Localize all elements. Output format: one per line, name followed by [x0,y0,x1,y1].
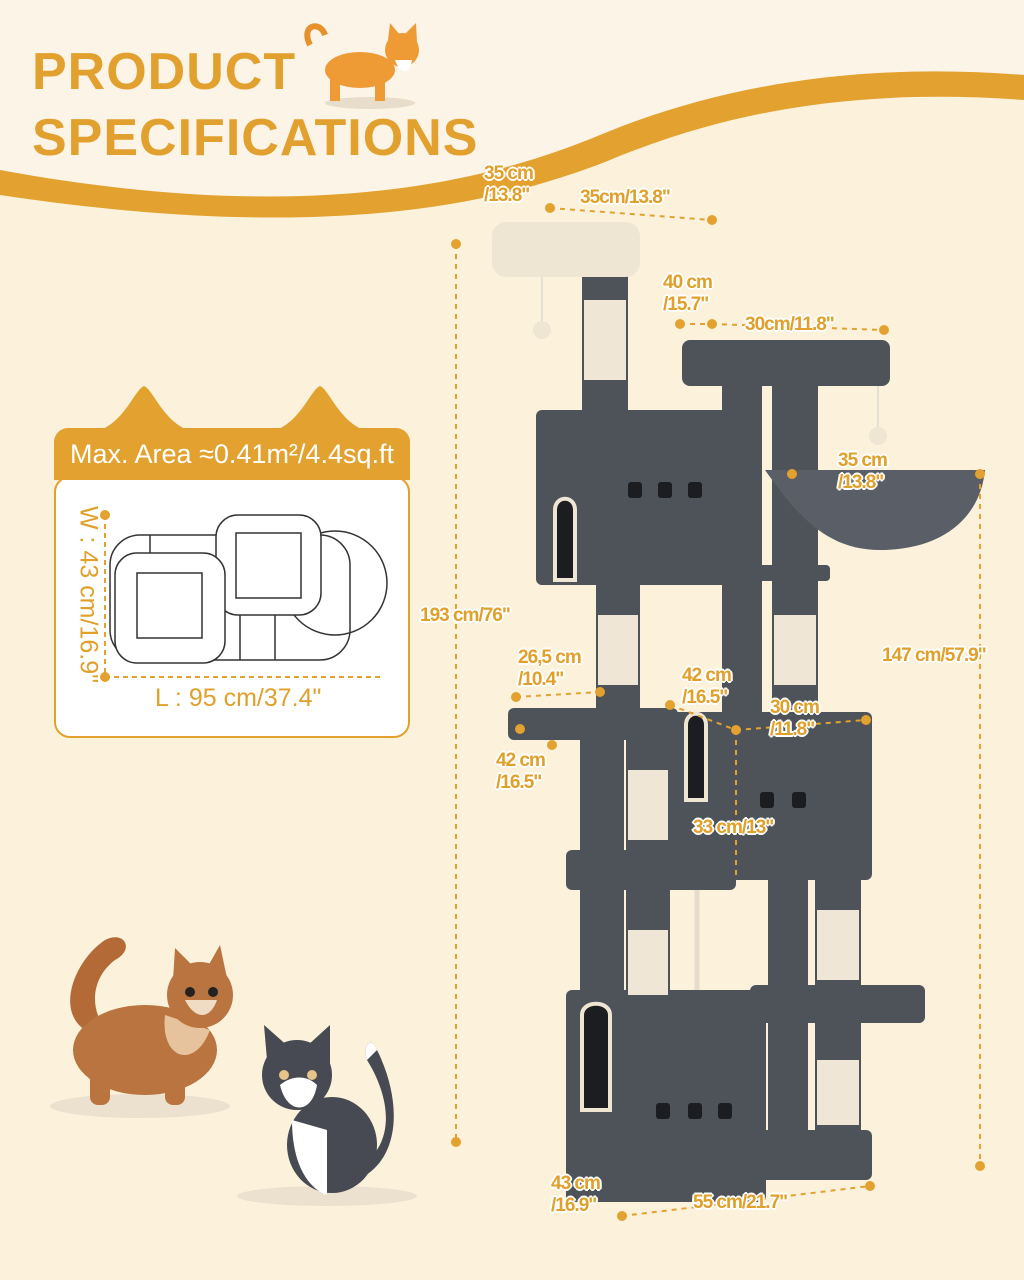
dim-top-depth: 35 cm /13.8" [484,163,534,206]
dim-top-width: 35cm/13.8" [580,187,671,208]
brown-cat-illustration [50,937,233,1118]
card-ears [94,386,370,432]
length-label: L : 95 cm/37.4" [155,684,322,712]
footprint-outline [109,514,388,664]
dim-hammock: 35 cm /13.8" [838,450,888,493]
area-card-title: Max. Area ≈0.41m²/4.4sq.ft [54,428,410,480]
dim-condo-height: 33 cm/13" [693,817,774,838]
header-band [0,0,1024,218]
dimension-lines [100,510,380,682]
dim-platform-width: 26,5 cm /10.4" [518,647,582,690]
dim-second-depth: 40 cm /15.7" [663,272,713,315]
dim-base-width: 55 cm/21.7" [693,1192,788,1213]
dim-hammock-height: 147 cm/57.9" [882,645,987,666]
title-line-1: PRODUCT [32,43,297,101]
dim-total-height: 193 cm/76" [420,605,511,626]
title-line-2: SPECIFICATIONS [32,109,479,167]
dim-condo-width: 30 cm /11.8" [770,697,820,740]
tuxedo-cat-illustration [237,1025,417,1206]
dim-platform-depth: 42 cm /16.5" [496,750,546,793]
dim-condo-depth: 42 cm /16.5" [682,665,732,708]
orange-cat-illustration [304,23,419,109]
dim-second-width: 30cm/11.8" [745,314,835,335]
dim-base-depth: 43 cm /16.9" [551,1173,601,1216]
